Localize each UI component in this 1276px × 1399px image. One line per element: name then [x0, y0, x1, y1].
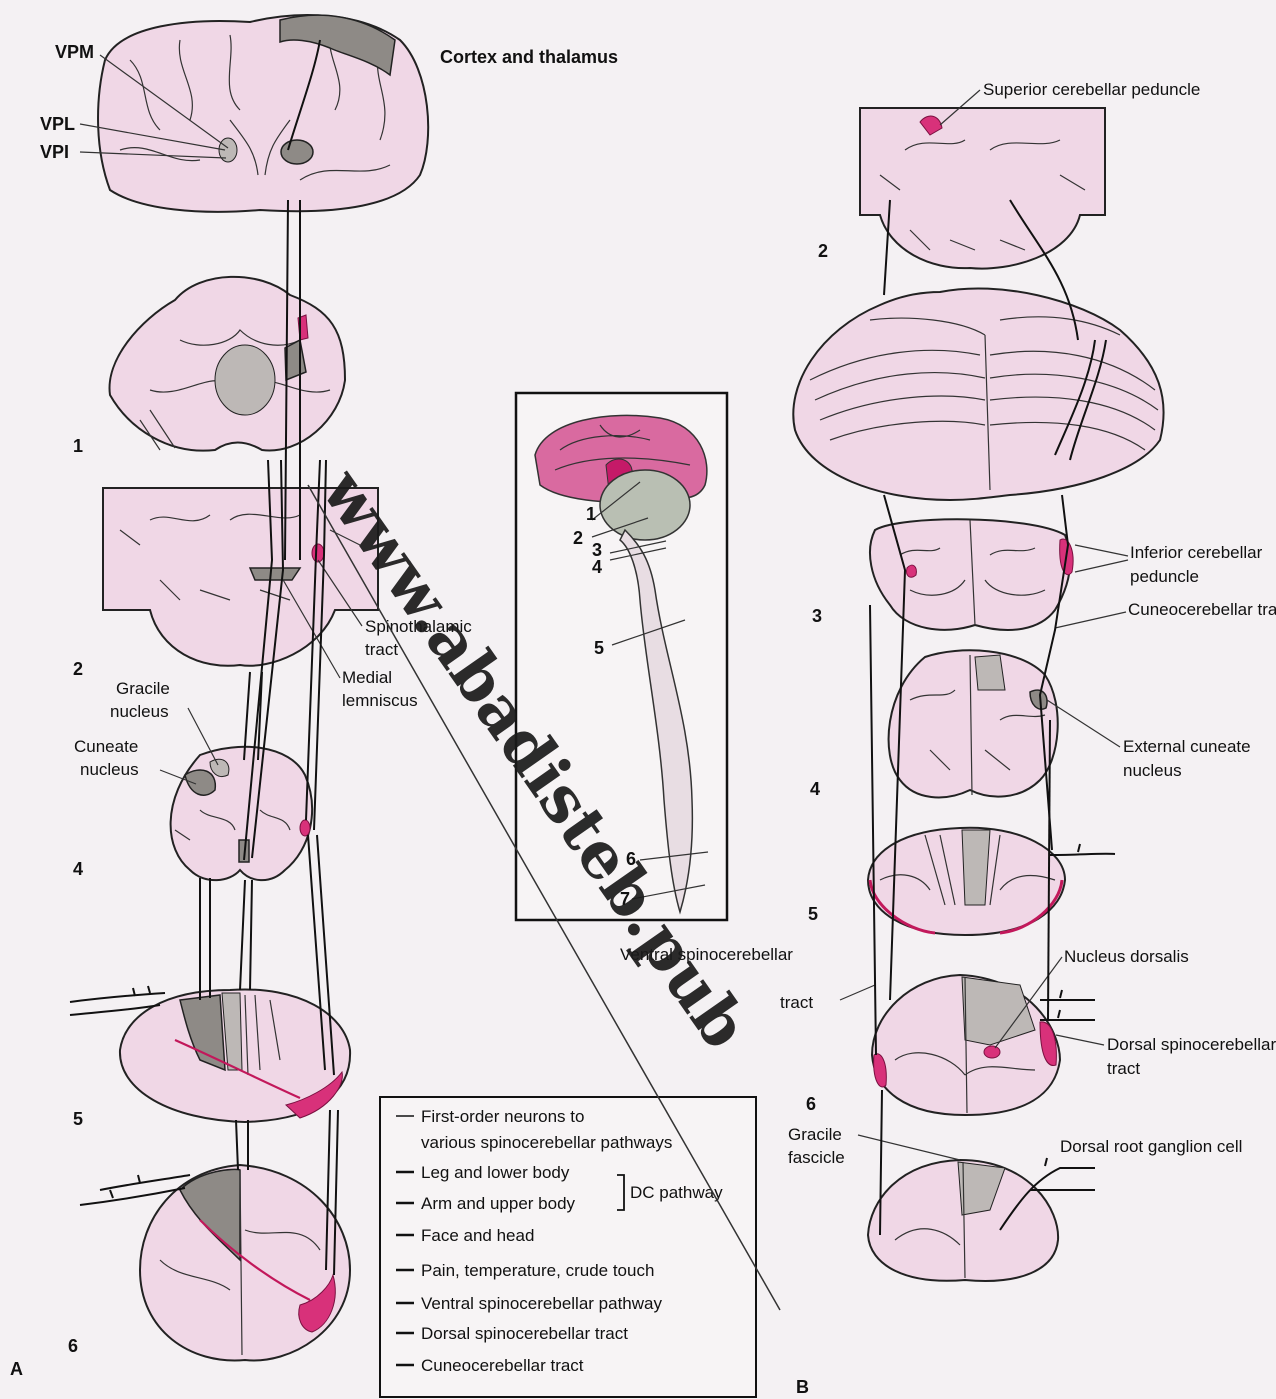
vpm-label: VPM — [55, 42, 94, 62]
cortex-coronal-section — [98, 15, 428, 212]
vpi-label: VPI — [40, 142, 69, 162]
cuneate-label-l1: Cuneate — [74, 737, 138, 756]
medial-lemniscus-label-l1: Medial — [342, 668, 392, 687]
nucleus-dorsalis-label: Nucleus dorsalis — [1064, 947, 1189, 966]
legend-item-arm: Arm and upper body — [421, 1194, 576, 1213]
level-5-label-a: 5 — [73, 1109, 83, 1129]
level-4-label-b: 4 — [810, 779, 820, 799]
ventral-sc-label-l2: tract — [780, 993, 813, 1012]
inferior-cp-leader-1 — [1075, 545, 1128, 556]
inferior-cp-label-l2: peduncle — [1130, 567, 1199, 586]
cuneate-label-l2: nucleus — [80, 760, 139, 779]
legend-item-ventral-sc: Ventral spinocerebellar pathway — [421, 1294, 662, 1313]
midbrain-section-a — [110, 277, 345, 451]
dorsal-sc-label-l1: Dorsal spinocerebellar — [1107, 1035, 1276, 1054]
cervical-cord-section-b — [868, 828, 1115, 935]
inset-level-4: 4 — [592, 557, 602, 577]
level-6-label-b: 6 — [806, 1094, 816, 1114]
inset-level-5: 5 — [594, 638, 604, 658]
legend-item-first-order-l1: First-order neurons to — [421, 1107, 584, 1126]
legend-item-cuneocerebellar: Cuneocerebellar tract — [421, 1356, 584, 1375]
level-6-label-a: 6 — [68, 1336, 78, 1356]
external-cuneate-label-l2: nucleus — [1123, 761, 1182, 780]
legend-item-leg: Leg and lower body — [421, 1163, 570, 1182]
level-2-label-a: 2 — [73, 659, 83, 679]
gracile-fascicle-label-l2: fascicle — [788, 1148, 845, 1167]
cerebellum — [793, 288, 1163, 500]
legend-item-pain: Pain, temperature, crude touch — [421, 1261, 654, 1280]
ventral-sc-leader — [840, 985, 875, 1000]
level-4-label-a: 4 — [73, 859, 83, 879]
spinothalamic-label-l2: tract — [365, 640, 398, 659]
panel-a-letter: A — [10, 1359, 23, 1379]
level-1-label-a: 1 — [73, 436, 83, 456]
panel-b-letter: B — [796, 1377, 809, 1397]
medulla-section-a — [171, 747, 312, 880]
superior-cerebellar-peduncle-label: Superior cerebellar peduncle — [983, 80, 1200, 99]
lower-medulla-section-b — [889, 650, 1058, 797]
cervical-cord-section-a — [70, 986, 350, 1122]
level-5-label-b: 5 — [808, 904, 818, 924]
inferior-cp-label-l1: Inferior cerebellar — [1130, 543, 1263, 562]
thoracic-cord-section-b — [872, 975, 1095, 1115]
legend-item-first-order-l2: various spinocerebellar pathways — [421, 1133, 672, 1152]
gracile-fascicle-label-l1: Gracile — [788, 1125, 842, 1144]
pons-section-b — [860, 108, 1105, 269]
dorsal-sc-leader — [1056, 1035, 1104, 1045]
lumbar-cord-section-a — [80, 1165, 350, 1360]
drg-label: Dorsal root ganglion cell — [1060, 1137, 1242, 1156]
gracile-fascicle-leader — [858, 1135, 960, 1160]
upper-medulla-section-b — [870, 519, 1073, 630]
level-3-label-b: 3 — [812, 606, 822, 626]
legend-item-dorsal-sc: Dorsal spinocerebellar tract — [421, 1324, 628, 1343]
inset-level-1: 1 — [586, 504, 596, 524]
level-2-label-b: 2 — [818, 241, 828, 261]
medial-lemniscus-label-l2: lemniscus — [342, 691, 418, 710]
external-cuneate-label-l1: External cuneate — [1123, 737, 1251, 756]
inferior-cp-leader-2 — [1075, 560, 1128, 572]
inset-level-2: 2 — [573, 528, 583, 548]
cuneocerebellar-leader — [1055, 612, 1126, 628]
cortex-thalamus-title: Cortex and thalamus — [440, 47, 618, 67]
cuneocerebellar-label: Cuneocerebellar tract — [1128, 600, 1276, 619]
legend-item-face: Face and head — [421, 1226, 534, 1245]
lumbar-cord-section-b — [868, 1158, 1095, 1281]
gracile-label-l2: nucleus — [110, 702, 169, 721]
gracile-label-l1: Gracile — [116, 679, 170, 698]
vpl-label: VPL — [40, 114, 75, 134]
dorsal-sc-label-l2: tract — [1107, 1059, 1140, 1078]
